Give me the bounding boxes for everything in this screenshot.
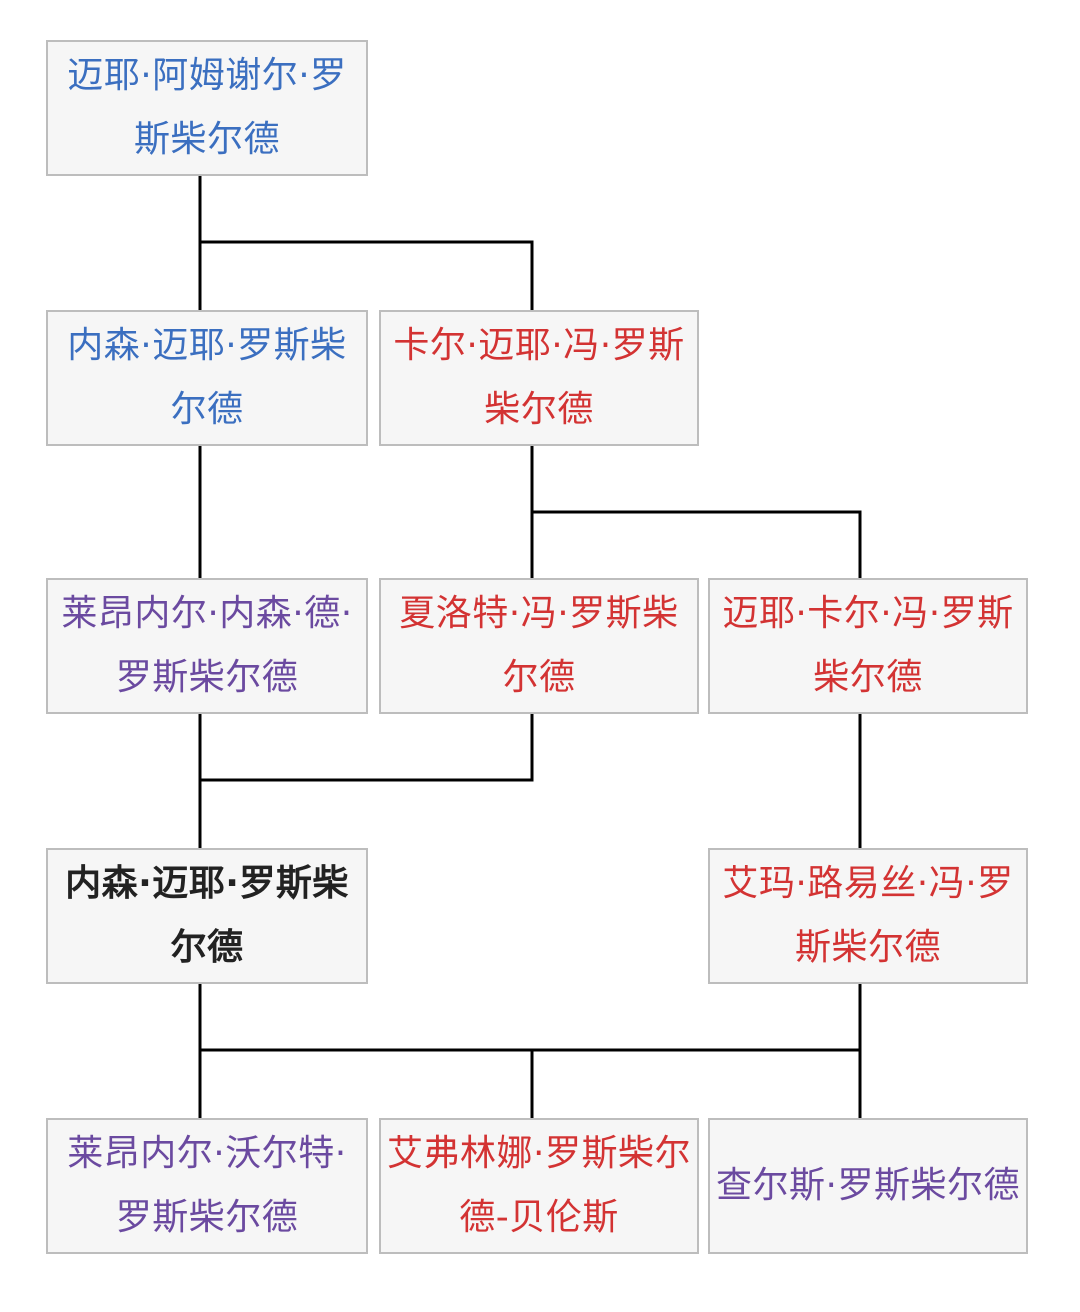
person-node-mayer-carl[interactable]: 迈耶·卡尔·冯·罗斯柴尔德 xyxy=(708,578,1028,714)
person-node-lionel-walter[interactable]: 莱昂内尔·沃尔特·罗斯柴尔德 xyxy=(46,1118,368,1254)
person-node-evelina[interactable]: 艾弗林娜·罗斯柴尔德-贝伦斯 xyxy=(379,1118,699,1254)
person-name: 内森·迈耶·罗斯柴尔德 xyxy=(67,325,347,430)
person-node-nathan-mayer[interactable]: 内森·迈耶·罗斯柴尔德 xyxy=(46,310,368,446)
person-name: 查尔斯·罗斯柴尔德 xyxy=(716,1165,1020,1206)
person-node-charles[interactable]: 查尔斯·罗斯柴尔德 xyxy=(708,1118,1028,1254)
person-node-lionel-nathan[interactable]: 莱昂内尔·内森·德·罗斯柴尔德 xyxy=(46,578,368,714)
person-name: 迈耶·阿姆谢尔·罗斯柴尔德 xyxy=(67,55,347,160)
person-node-nathan-mayer-subject[interactable]: 内森·迈耶·罗斯柴尔德 xyxy=(46,848,368,984)
person-name: 夏洛特·冯·罗斯柴尔德 xyxy=(399,593,679,698)
person-node-emma-louise[interactable]: 艾玛·路易丝·冯·罗斯柴尔德 xyxy=(708,848,1028,984)
person-name: 莱昂内尔·沃尔特·罗斯柴尔德 xyxy=(67,1133,347,1238)
person-name: 卡尔·迈耶·冯·罗斯柴尔德 xyxy=(393,325,685,430)
person-name: 艾弗林娜·罗斯柴尔德-贝伦斯 xyxy=(387,1133,691,1238)
person-node-mayer-amschel[interactable]: 迈耶·阿姆谢尔·罗斯柴尔德 xyxy=(46,40,368,176)
person-name: 莱昂内尔·内森·德·罗斯柴尔德 xyxy=(61,593,353,698)
person-name: 内森·迈耶·罗斯柴尔德 xyxy=(65,863,349,968)
person-name: 艾玛·路易丝·冯·罗斯柴尔德 xyxy=(722,863,1014,968)
person-node-charlotte[interactable]: 夏洛特·冯·罗斯柴尔德 xyxy=(379,578,699,714)
person-name: 迈耶·卡尔·冯·罗斯柴尔德 xyxy=(722,593,1014,698)
person-node-carl-mayer[interactable]: 卡尔·迈耶·冯·罗斯柴尔德 xyxy=(379,310,699,446)
